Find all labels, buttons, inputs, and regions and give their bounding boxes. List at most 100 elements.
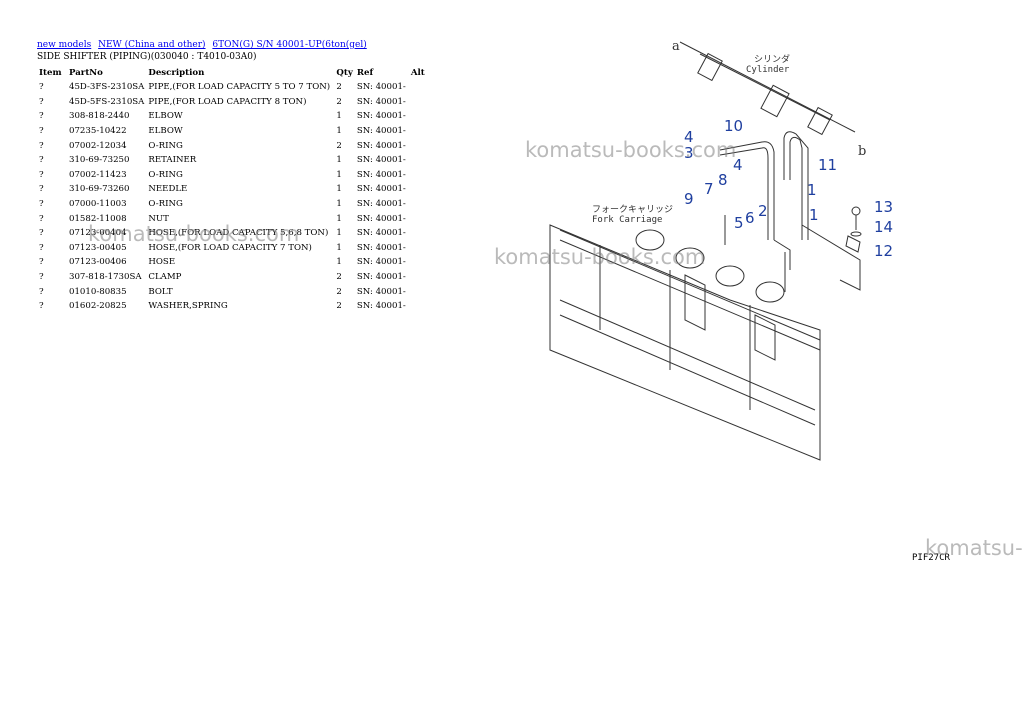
cell-alt [409, 182, 429, 197]
callout-4a: 4 [684, 128, 694, 146]
cell-partno: 45D-3FS-2310SA [69, 82, 145, 93]
breadcrumb-link-region[interactable]: NEW (China and other) [98, 40, 206, 50]
callout-8: 8 [718, 171, 728, 189]
callout-group: 1 1 2 3 4 4 5 6 7 8 9 10 11 12 13 14 [684, 117, 893, 260]
cell-description: O-RING [148, 169, 183, 180]
cell-item: ? [39, 242, 44, 253]
cell-partno: 07000-11003 [69, 199, 127, 210]
cell-ref: SN: 40001- [356, 140, 406, 151]
cell-qty: 1 [336, 199, 342, 210]
column-header-ref: Ref [356, 67, 374, 78]
breadcrumb-link-new-models[interactable]: new models [37, 40, 92, 50]
cylinder-label-jp: シリンダ [754, 53, 790, 65]
cell-alt [409, 226, 429, 241]
cell-description: RETAINER [148, 155, 197, 166]
cell-item: ? [39, 301, 44, 312]
cell-qty: 1 [336, 169, 342, 180]
cell-qty: 1 [336, 242, 342, 253]
cell-description: O-RING [148, 140, 183, 151]
cell-description: HOSE,(FOR LOAD CAPACITY 7 TON) [148, 242, 312, 253]
cell-alt [409, 299, 429, 314]
callout-3: 3 [684, 144, 694, 162]
cell-ref: SN: 40001- [356, 82, 406, 93]
carriage-label-jp: フォークキャリッジ [592, 204, 673, 215]
cell-qty: 1 [336, 257, 342, 268]
cell-ref: SN: 40001- [356, 272, 406, 283]
cell-partno: 307-818-1730SA [69, 272, 142, 283]
cell-qty: 1 [336, 213, 342, 224]
cell-qty: 2 [336, 301, 342, 312]
cell-qty: 1 [336, 228, 342, 239]
cell-ref: SN: 40001- [356, 301, 406, 312]
cell-item: ? [39, 111, 44, 122]
cell-partno: 01010-80835 [69, 286, 127, 297]
cell-alt [409, 80, 429, 95]
cell-item: ? [39, 169, 44, 180]
cell-alt [409, 241, 429, 256]
column-header-qty: Qty [336, 67, 353, 78]
callout-1a: 1 [807, 181, 817, 199]
cell-description: BOLT [148, 286, 173, 297]
cell-description: NUT [148, 213, 169, 224]
table-row: ? 07002-11423 O-RING 1 SN: 40001- [37, 168, 429, 183]
cell-qty: 1 [336, 184, 342, 195]
cell-description: PIPE,(FOR LOAD CAPACITY 5 TO 7 TON) [148, 82, 331, 93]
table-header-row: Item PartNo Description Qty Ref Alt [37, 65, 429, 80]
cell-qty: 2 [336, 286, 342, 297]
cell-partno: 310-69-73250 [69, 155, 130, 166]
cell-qty: 1 [336, 111, 342, 122]
cell-description: ELBOW [148, 126, 183, 137]
carriage-label-en: Fork Carriage [592, 215, 662, 225]
callout-12: 12 [874, 242, 893, 260]
breadcrumb-link-model[interactable]: 6TON(G) S/N 40001-UP(6ton(gel) [212, 40, 367, 50]
cell-partno: 308-818-2440 [69, 111, 130, 122]
cell-description: WASHER,SPRING [148, 301, 228, 312]
callout-2: 2 [758, 202, 768, 220]
cell-item: ? [39, 228, 44, 239]
cell-partno: 01602-20825 [69, 301, 127, 312]
cell-qty: 2 [336, 82, 342, 93]
cell-ref: SN: 40001- [356, 213, 406, 224]
cell-alt [409, 211, 429, 226]
cell-ref: SN: 40001- [356, 169, 406, 180]
cell-partno: 07002-11423 [69, 169, 127, 180]
cell-item: ? [39, 272, 44, 283]
callout-13: 13 [874, 198, 893, 216]
cylinder-label-en: Cylinder [746, 65, 790, 75]
cell-partno: 07123-00406 [69, 257, 127, 268]
callout-7: 7 [704, 180, 714, 198]
callout-4b: 4 [733, 156, 743, 174]
callout-11: 11 [818, 156, 837, 174]
breadcrumb: new models NEW (China and other) 6TON(G)… [37, 40, 371, 50]
cell-ref: SN: 40001- [356, 199, 406, 210]
cell-qty: 2 [336, 96, 342, 107]
arrow-label-a: a [672, 39, 680, 54]
figure-code: PIF27CR [912, 553, 950, 563]
cell-alt [409, 197, 429, 212]
parts-table: Item PartNo Description Qty Ref Alt ?45D… [37, 65, 429, 314]
cell-alt [409, 255, 429, 270]
column-header-item: Item [39, 67, 62, 78]
cell-ref: SN: 40001- [356, 228, 406, 239]
cell-item: ? [39, 184, 44, 195]
cell-alt [409, 138, 429, 153]
cell-alt [409, 109, 429, 124]
cell-partno: 310-69-73260 [69, 184, 130, 195]
cell-item: ? [39, 257, 44, 268]
cell-alt [409, 153, 429, 168]
cell-partno: 07002-12034 [69, 140, 127, 151]
cell-description: HOSE,(FOR LOAD CAPACITY 5,6,8 TON) [148, 228, 329, 239]
column-header-description: Description [148, 67, 205, 78]
cell-ref: SN: 40001- [356, 242, 406, 253]
callout-14: 14 [874, 218, 893, 236]
cell-item: ? [39, 155, 44, 166]
